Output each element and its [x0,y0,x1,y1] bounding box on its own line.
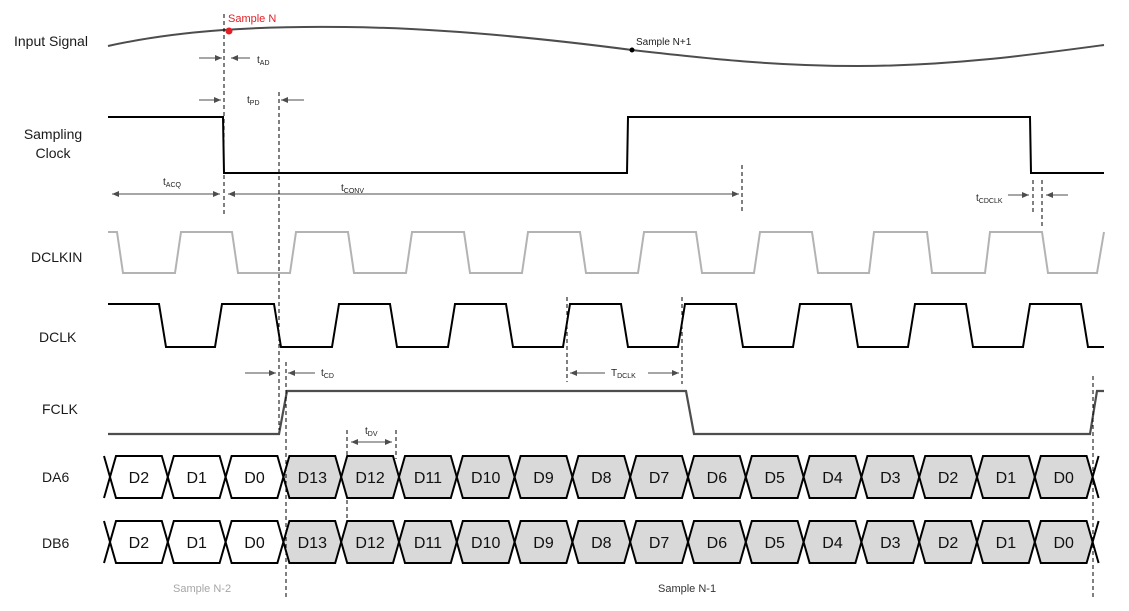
da6-bus-word: D3 [880,470,901,487]
input-signal-label: Input Signal [14,33,88,49]
db6-bus-word: D9 [533,535,554,552]
sample-n-dot [225,27,233,35]
da6-bus-word: D8 [591,470,612,487]
db6-bus-word: D10 [471,535,500,552]
da6-bus: D2 D1 D0 D13 D12 D11 D10 D9 D8 D7 D6 D5 D4 D3 D2 D1 D0 [103,455,1100,499]
da6-bus-word: D2 [938,470,959,487]
db6-bus: D2 D1 D0 D13 D12 D11 D10 D9 D8 D7 D6 D5 D4 D3 D2 D1 D0 [103,520,1100,564]
da6-bus-word: D0 [244,470,265,487]
da6-bus-word: D13 [298,470,327,487]
sampling-clock-label-line2: Clock [35,145,71,161]
sample-n-label: Sample N [228,13,276,25]
db6-bus-word: D12 [355,535,384,552]
db6-bus-word: D3 [880,535,901,552]
dclk-label: DCLK [39,329,77,345]
db6-label: DB6 [42,535,69,551]
db6-bus-word: D8 [591,535,612,552]
t-dclk-label: TDCLK [611,368,636,380]
sampling-clock-trace [108,116,1104,174]
t-dv-label: tDV [365,426,378,438]
sample-n1-dot [629,47,635,53]
da6-bus-edge-end [1091,455,1100,499]
t-conv-label: tCONV [341,183,364,195]
da6-bus-word: D2 [129,470,150,487]
db6-bus-word: D1 [186,535,207,552]
db6-bus-word: D11 [414,535,442,552]
da6-bus-word: D0 [1053,470,1074,487]
db6-bus-edge-end [1091,520,1100,564]
dclkin-label: DCLKIN [31,249,82,265]
da6-bus-word: D11 [414,470,442,487]
da6-bus-word: D1 [996,470,1017,487]
da6-bus-word: D10 [471,470,500,487]
da6-label: DA6 [42,469,69,485]
db6-bus-word: D13 [298,535,327,552]
da6-bus-word: D1 [186,470,207,487]
dclkin-trace [108,231,1105,274]
db6-bus-word: D6 [707,535,728,552]
da6-bus-word: D5 [764,470,785,487]
db6-bus-word: D0 [244,535,265,552]
t-cd-label: tCD [321,368,334,380]
t-acq-label: tACQ [163,177,182,189]
da6-bus-word: D6 [707,470,728,487]
db6-bus-word: D7 [649,535,670,552]
db6-bus-word: D2 [938,535,959,552]
dclk-trace [108,303,1104,348]
da6-bus-word: D4 [822,470,843,487]
da6-bus-word: D9 [533,470,554,487]
t-ad-label: tAD [257,55,270,67]
fclk-label: FCLK [42,401,78,417]
t-cdclk-label: tCDCLK [976,193,1003,205]
db6-bus-word: D4 [822,535,843,552]
da6-bus-word: D12 [355,470,384,487]
db6-bus-word: D5 [764,535,785,552]
sampling-clock-label-line1: Sampling [24,126,82,142]
t-pd-label: tPD [247,95,260,107]
fclk-trace [108,389,1104,436]
db6-bus-word: D1 [996,535,1017,552]
db6-bus-word: D0 [1053,535,1074,552]
sample-n1-footer: Sample N-1 [658,583,716,595]
da6-bus-word: D7 [649,470,670,487]
sample-n1-label: Sample N+1 [636,37,692,48]
sample-n2-footer: Sample N-2 [173,583,231,595]
db6-bus-word: D2 [129,535,150,552]
